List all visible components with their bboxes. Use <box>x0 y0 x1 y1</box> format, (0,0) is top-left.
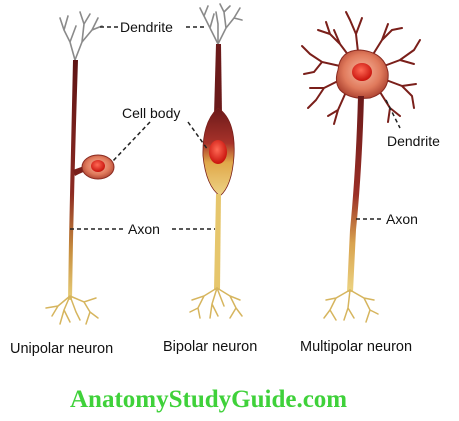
leader-lines <box>70 26 401 230</box>
label-axon-right: Axon <box>386 211 418 227</box>
bipolar-dendrite-shaft <box>214 44 222 115</box>
label-dendrite-right: Dendrite <box>387 133 440 149</box>
multipolar-nucleus <box>352 63 372 81</box>
caption-unipolar: Unipolar neuron <box>10 341 113 357</box>
unipolar-dendrite-branches <box>59 11 103 61</box>
multipolar-dendrite-branches <box>301 11 421 125</box>
leader-dendrite-multipolar <box>385 99 401 129</box>
unipolar-axon-shaft <box>68 60 78 300</box>
bipolar-nucleus <box>209 140 227 164</box>
label-dendrite-top: Dendrite <box>120 19 173 35</box>
multipolar-axon-shaft <box>347 96 364 292</box>
bipolar-axon-terminals <box>189 287 243 319</box>
multipolar-neuron <box>301 11 421 323</box>
label-axon-left: Axon <box>128 221 160 237</box>
multipolar-axon-terminals <box>323 289 379 323</box>
bipolar-neuron <box>189 3 243 319</box>
bipolar-axon-shaft <box>214 194 221 290</box>
caption-multipolar: Multipolar neuron <box>300 339 412 355</box>
unipolar-axon-terminals <box>45 295 99 325</box>
caption-bipolar: Bipolar neuron <box>163 339 257 355</box>
unipolar-nucleus <box>91 160 105 172</box>
bipolar-dendrite-branches <box>199 3 243 45</box>
unipolar-neuron <box>45 11 115 325</box>
watermark: AnatomyStudyGuide.com <box>70 386 347 413</box>
label-cell-body: Cell body <box>122 105 180 121</box>
leader-cell-body-right <box>187 121 209 151</box>
leader-cell-body-left <box>111 121 151 163</box>
